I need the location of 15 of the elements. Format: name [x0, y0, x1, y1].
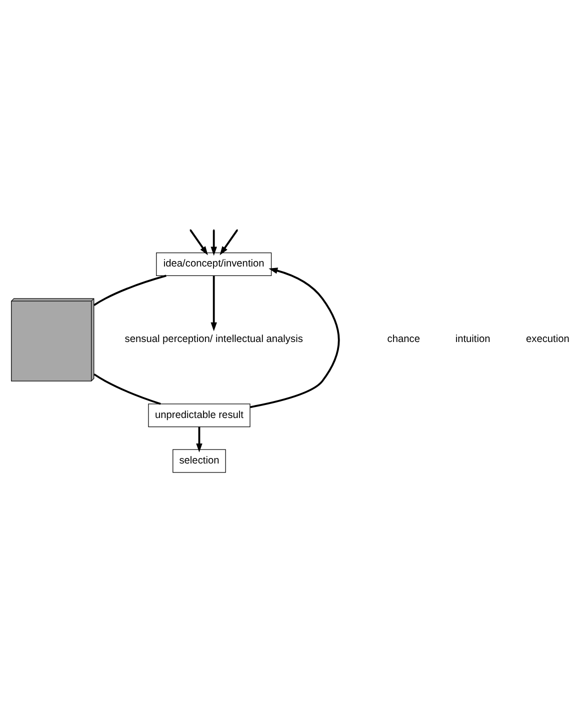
- label: execution: [526, 334, 570, 346]
- node-text: sensual perception/ intellectual analysis: [124, 334, 303, 346]
- arrow: [196, 426, 202, 452]
- connector: [93, 274, 166, 306]
- arrow: [250, 268, 340, 408]
- label: intuition: [455, 334, 490, 346]
- label: chance: [387, 334, 420, 346]
- arrow: [190, 230, 208, 256]
- node-box: unpredictable result: [148, 404, 250, 428]
- node-box: selection: [172, 449, 226, 473]
- arrow: [210, 276, 217, 332]
- connector: [94, 373, 161, 405]
- node-box: idea/concept/invention: [156, 252, 272, 276]
- arrow: [210, 230, 217, 256]
- arrow: [220, 230, 238, 256]
